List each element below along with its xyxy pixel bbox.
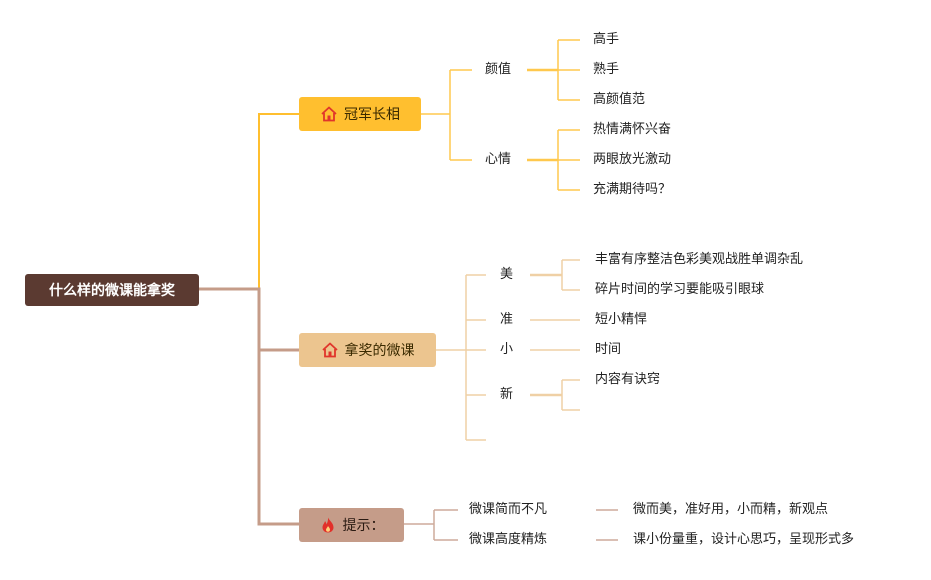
leaf-node[interactable]: 微而美，准好用，小而精，新观点 [633, 502, 829, 517]
leaf-node[interactable]: 丰富有序整洁色彩美观战胜单调杂乱 [595, 252, 804, 267]
leaf-node[interactable]: 两眼放光激动 [593, 152, 672, 167]
house-icon [321, 342, 338, 358]
branch-tips[interactable]: 提示： [299, 508, 404, 542]
subtopic-xin[interactable]: 新 [500, 387, 514, 402]
leaf-node[interactable]: 课小份量重，设计心思巧，呈现形式多 [633, 532, 855, 547]
connector-to-branch-2 [257, 287, 301, 352]
root-label: 什么样的微课能拿奖 [49, 283, 175, 299]
subtopic-mei[interactable]: 美 [500, 267, 514, 282]
subtopic-zhun[interactable]: 准 [500, 312, 514, 327]
branch-champion-look[interactable]: 冠军长相 [299, 97, 421, 131]
flame-icon [322, 517, 333, 533]
leaf-node[interactable]: 高颜值范 [593, 92, 646, 107]
leaf-node[interactable]: 时间 [595, 342, 622, 357]
house-icon [321, 106, 337, 122]
subtopic-tip-1[interactable]: 微课简而不凡 [469, 502, 548, 517]
leaf-node[interactable]: 熟手 [593, 62, 620, 77]
leaf-node[interactable]: 碎片时间的学习要能吸引眼球 [595, 282, 765, 297]
leaf-node[interactable]: 内容有诀窍 [595, 372, 661, 387]
leaf-node[interactable]: 热情满怀兴奋 [593, 122, 672, 137]
leaf-node[interactable]: 充满期待吗？ [593, 182, 672, 197]
branch-award-microcourse[interactable]: 拿奖的微课 [299, 333, 436, 367]
branch-label: 提示： [342, 518, 385, 534]
subtopic-tip-2[interactable]: 微课高度精炼 [469, 532, 548, 547]
branch-label: 冠军长相 [344, 107, 400, 123]
branch-label: 拿奖的微课 [344, 343, 415, 359]
connector-to-branch-1 [258, 113, 300, 290]
subtopic-xiao[interactable]: 小 [500, 342, 514, 357]
leaf-node[interactable]: 短小精悍 [595, 312, 648, 327]
connector-to-branch-3 [257, 348, 301, 526]
subtopic-xinqing[interactable]: 心情 [485, 152, 512, 167]
subtopic-yanzhi[interactable]: 颜值 [485, 62, 512, 77]
root-topic[interactable]: 什么样的微课能拿奖 [25, 274, 199, 306]
leaf-node[interactable]: 高手 [593, 32, 620, 47]
